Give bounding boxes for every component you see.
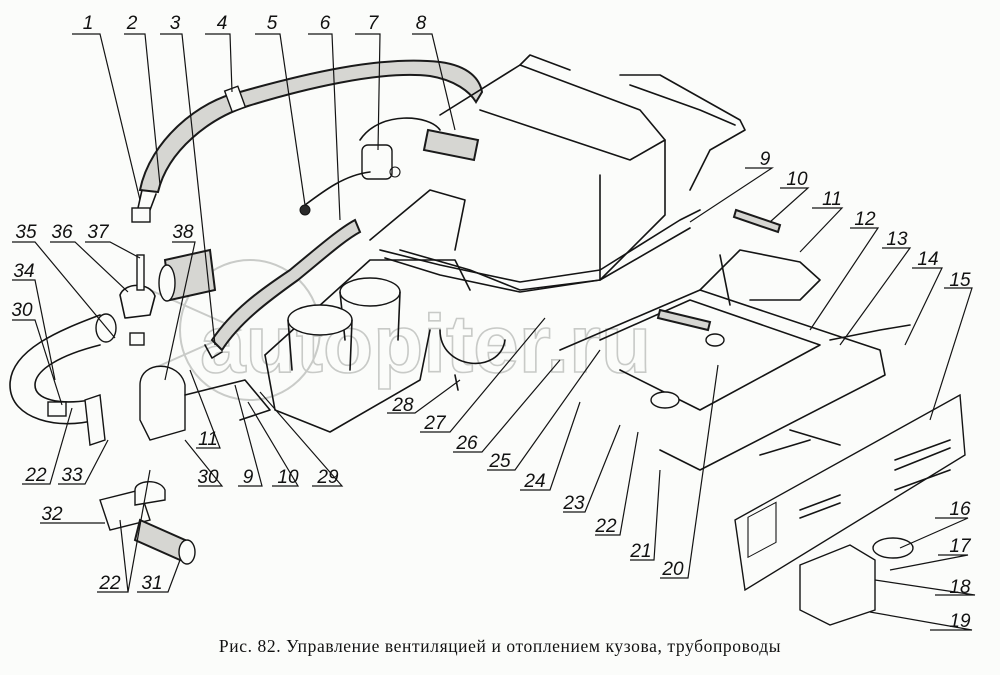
callout-7: 7 — [367, 13, 379, 34]
watermark-chevron-icon — [149, 289, 243, 371]
left-pipe-assembly — [9, 248, 271, 565]
switch-panel — [734, 393, 966, 626]
callout-13: 13 — [886, 229, 908, 250]
callout-18: 18 — [949, 577, 971, 598]
callout-36: 36 — [51, 222, 73, 243]
lever-knob-flat — [656, 308, 712, 332]
leader-lines — [12, 33, 976, 631]
callout-22-right: 22 — [595, 516, 617, 537]
switch-knob-16 — [872, 537, 914, 559]
bolt-37 — [136, 254, 145, 291]
callout-6: 6 — [319, 13, 331, 34]
watermark-text: autopiter.ru — [200, 299, 651, 390]
callout-33: 33 — [61, 465, 83, 486]
lever-knob-10 — [732, 208, 782, 234]
callout-28: 28 — [392, 395, 414, 416]
callout-15: 15 — [949, 270, 971, 291]
control-cable-5 — [304, 171, 371, 206]
hose-fitting — [137, 189, 157, 211]
lower-hose-fitting — [204, 344, 223, 359]
callout-24: 24 — [524, 471, 546, 492]
watermark: autopiter.ru — [149, 259, 652, 401]
upper-heater-hose — [131, 59, 484, 223]
callout-16: 16 — [949, 499, 971, 520]
callout-30-left: 30 — [11, 300, 33, 321]
callout-35: 35 — [15, 222, 37, 243]
callout-29: 29 — [317, 467, 339, 488]
heater-housing — [379, 54, 746, 293]
callout-20: 20 — [662, 559, 684, 580]
callout-8: 8 — [415, 13, 427, 34]
tap-body — [139, 365, 186, 441]
callout-31: 31 — [141, 573, 163, 594]
pipe-31 — [133, 518, 187, 562]
heater-valve — [299, 117, 480, 216]
figure-caption: Рис. 82. Управление вентиляцией и отопле… — [218, 636, 782, 656]
callout-21: 21 — [630, 541, 652, 562]
callout-34: 34 — [13, 261, 35, 282]
callout-12: 12 — [854, 209, 876, 230]
callout-4: 4 — [216, 13, 228, 34]
callout-10-bottom: 10 — [277, 467, 299, 488]
flange-33 — [84, 394, 106, 446]
control-bracket-frame — [559, 208, 911, 471]
nut-35 — [129, 332, 145, 346]
motor-housing — [439, 329, 506, 365]
callout-17: 17 — [949, 536, 971, 557]
callout-5: 5 — [266, 13, 278, 34]
callout-9-top: 9 — [759, 149, 771, 170]
callout-2: 2 — [126, 13, 138, 34]
callout-9-bottom: 9 — [242, 467, 254, 488]
callout-22-bottom: 22 — [99, 573, 121, 594]
callout-11-bottom: 11 — [198, 429, 218, 450]
air-distributor — [264, 189, 506, 433]
callout-25: 25 — [489, 451, 511, 472]
callout-26: 26 — [456, 433, 478, 454]
callout-27: 27 — [424, 413, 446, 434]
callout-3: 3 — [169, 13, 181, 34]
callout-14: 14 — [917, 249, 939, 270]
callout-19: 19 — [949, 611, 971, 632]
callout-30-lower: 30 — [197, 467, 219, 488]
callout-32: 32 — [41, 504, 63, 525]
callout-10-top: 10 — [786, 169, 808, 190]
switch-19 — [799, 544, 876, 626]
callout-37: 37 — [87, 222, 109, 243]
bolt-30 — [47, 401, 67, 417]
callout-1: 1 — [82, 13, 94, 34]
callout-11-top: 11 — [822, 189, 842, 210]
clamp-36 — [119, 284, 156, 319]
short-hose-8 — [422, 128, 480, 162]
hose-clamp — [223, 85, 247, 113]
callout-22-left: 22 — [25, 465, 47, 486]
callout-23: 23 — [563, 493, 585, 514]
callout-38: 38 — [172, 222, 194, 243]
lower-heater-hose — [204, 218, 362, 359]
hose-nut — [131, 207, 151, 223]
